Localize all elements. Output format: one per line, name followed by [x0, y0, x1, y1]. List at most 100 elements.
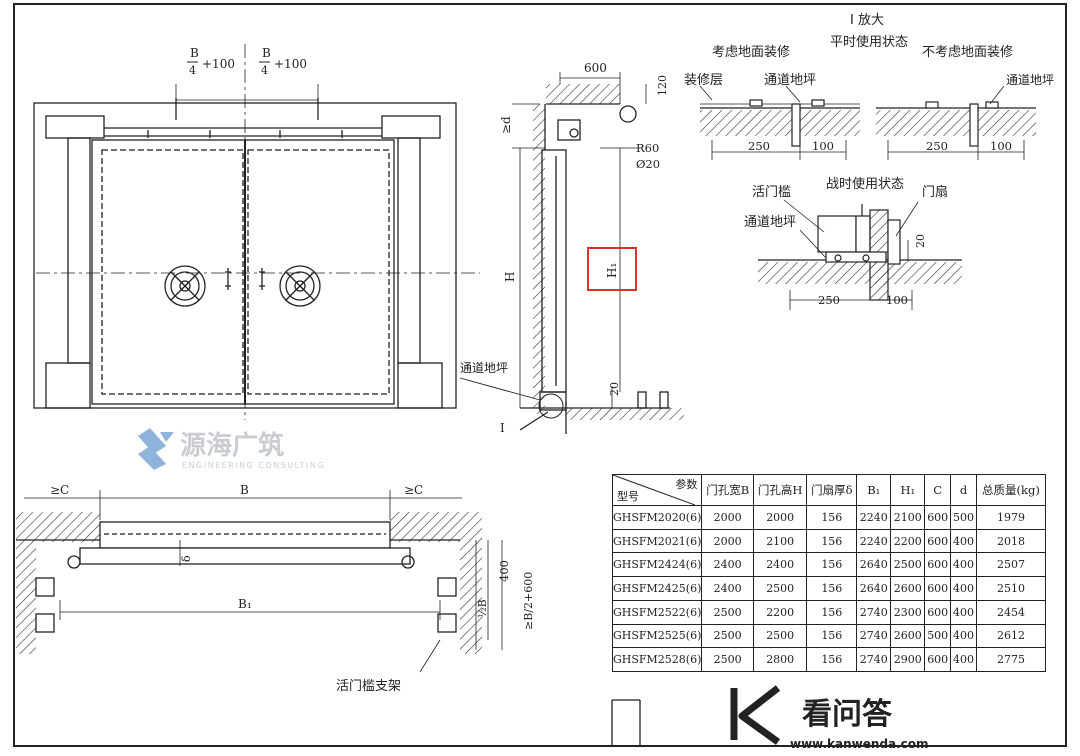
passage-floor-d2: 通道地坪 [1006, 73, 1054, 87]
peace-state-label: 平时使用状态 [830, 34, 908, 50]
value-cell: 2612 [975, 623, 1047, 649]
value-cell: 500 [950, 505, 977, 530]
corner-model: 型号 [617, 490, 639, 503]
plan-400: 400 [497, 560, 511, 582]
value-cell: 400 [950, 599, 977, 625]
without-floor-finish: 不考虑地面装修 [922, 45, 1013, 60]
value-cell: 2500 [701, 623, 754, 649]
value-cell: 2740 [856, 623, 892, 649]
svg-text:4: 4 [261, 64, 268, 77]
finish-layer-label: 装修层 [684, 73, 723, 88]
dim-120: 120 [656, 75, 669, 96]
kanwenda-url: www.kanwenda.com [790, 737, 929, 751]
value-cell: 2740 [856, 647, 892, 672]
value-cell: 1979 [975, 505, 1047, 530]
value-cell: 2000 [752, 505, 808, 530]
corner-param: 参数 [675, 478, 698, 491]
value-cell: 400 [950, 528, 977, 554]
col-header: H₁ [890, 474, 926, 506]
sheet-border [13, 3, 1067, 747]
value-cell: 2000 [701, 505, 754, 530]
dim-250-c: 250 [818, 293, 840, 307]
plan-b2-600: ≥B/2+600 [522, 572, 535, 630]
yuanhai-name: 源海广筑 [180, 430, 284, 461]
svg-text:4: 4 [189, 64, 196, 77]
dim-250-b: 250 [926, 139, 948, 153]
value-cell: 2900 [890, 647, 926, 672]
value-cell: 2500 [752, 576, 808, 601]
svg-text:B: B [262, 46, 271, 60]
dim-250-a: 250 [748, 139, 770, 153]
col-header: 总质量(kg) [975, 474, 1047, 506]
model-cell: GHSFM2528(6) [611, 647, 703, 672]
dim-b4-right: B 4 +100 [259, 46, 307, 77]
yuanhai-sub: ENGINEERING CONSULTING [182, 461, 325, 470]
h1-highlight-box [587, 247, 637, 291]
col-header: 门扇厚δ [806, 474, 858, 506]
value-cell: 600 [924, 505, 952, 530]
value-cell: 400 [950, 623, 977, 649]
dim-b4-left: B 4 +100 [187, 46, 235, 77]
sill-bracket-label: 活门槛支架 [336, 679, 401, 694]
value-cell: 2240 [856, 505, 892, 530]
plan-ge-c-left: ≥C [50, 483, 69, 497]
model-cell: GHSFM2525(6) [611, 623, 703, 649]
side-section [512, 72, 684, 434]
value-cell: 156 [806, 552, 858, 578]
dim-h1: H₁ [605, 263, 619, 278]
model-cell: GHSFM2021(6) [611, 528, 703, 554]
dim-600-top: 600 [584, 61, 607, 75]
detail-without-finish [876, 85, 1036, 160]
value-cell: 2775 [975, 647, 1047, 672]
value-cell: 2600 [890, 576, 926, 601]
plan-view [16, 490, 503, 673]
dim-100-b: 100 [990, 139, 1012, 153]
kanwenda-logo-icon [730, 685, 781, 745]
value-cell: 500 [924, 623, 952, 649]
col-header: d [950, 474, 977, 506]
value-cell: 2500 [701, 647, 754, 672]
plan-b1: B₁ [238, 597, 252, 611]
value-cell: 2400 [701, 576, 754, 601]
value-cell: 2454 [975, 599, 1047, 625]
dim-r60: R60 [636, 141, 659, 155]
model-cell: GHSFM2522(6) [611, 599, 703, 625]
value-cell: 156 [806, 647, 858, 672]
value-cell: 2300 [890, 599, 926, 625]
value-cell: 400 [950, 576, 977, 601]
value-cell: 156 [806, 505, 858, 530]
value-cell: 2507 [975, 552, 1047, 578]
value-cell: 2740 [856, 599, 892, 625]
value-cell: 400 [950, 552, 977, 578]
value-cell: 2640 [856, 552, 892, 578]
col-header: C [924, 474, 952, 506]
dim-h: H [503, 272, 517, 282]
col-header: B₁ [856, 474, 892, 506]
plan-half-b: ½B [476, 599, 489, 618]
value-cell: 2400 [752, 552, 808, 578]
value-cell: 156 [806, 528, 858, 554]
plan-b: B [240, 483, 249, 497]
value-cell: 400 [950, 647, 977, 672]
value-cell: 2240 [856, 528, 892, 554]
passage-floor-d3: 通道地坪 [744, 215, 796, 230]
value-cell: 2200 [890, 528, 926, 554]
value-cell: 600 [924, 552, 952, 578]
detail-with-finish [699, 85, 860, 160]
detail-war-state [758, 199, 962, 310]
svg-text:B: B [190, 46, 199, 60]
yuanhai-logo-icon [138, 428, 174, 470]
value-cell: 2018 [975, 528, 1047, 554]
value-cell: 156 [806, 623, 858, 649]
plan-delta: δ [180, 555, 193, 562]
model-cell: GHSFM2425(6) [611, 576, 703, 601]
with-floor-finish: 考虑地面装修 [712, 45, 790, 60]
value-cell: 2510 [975, 576, 1047, 601]
value-cell: 2500 [890, 552, 926, 578]
